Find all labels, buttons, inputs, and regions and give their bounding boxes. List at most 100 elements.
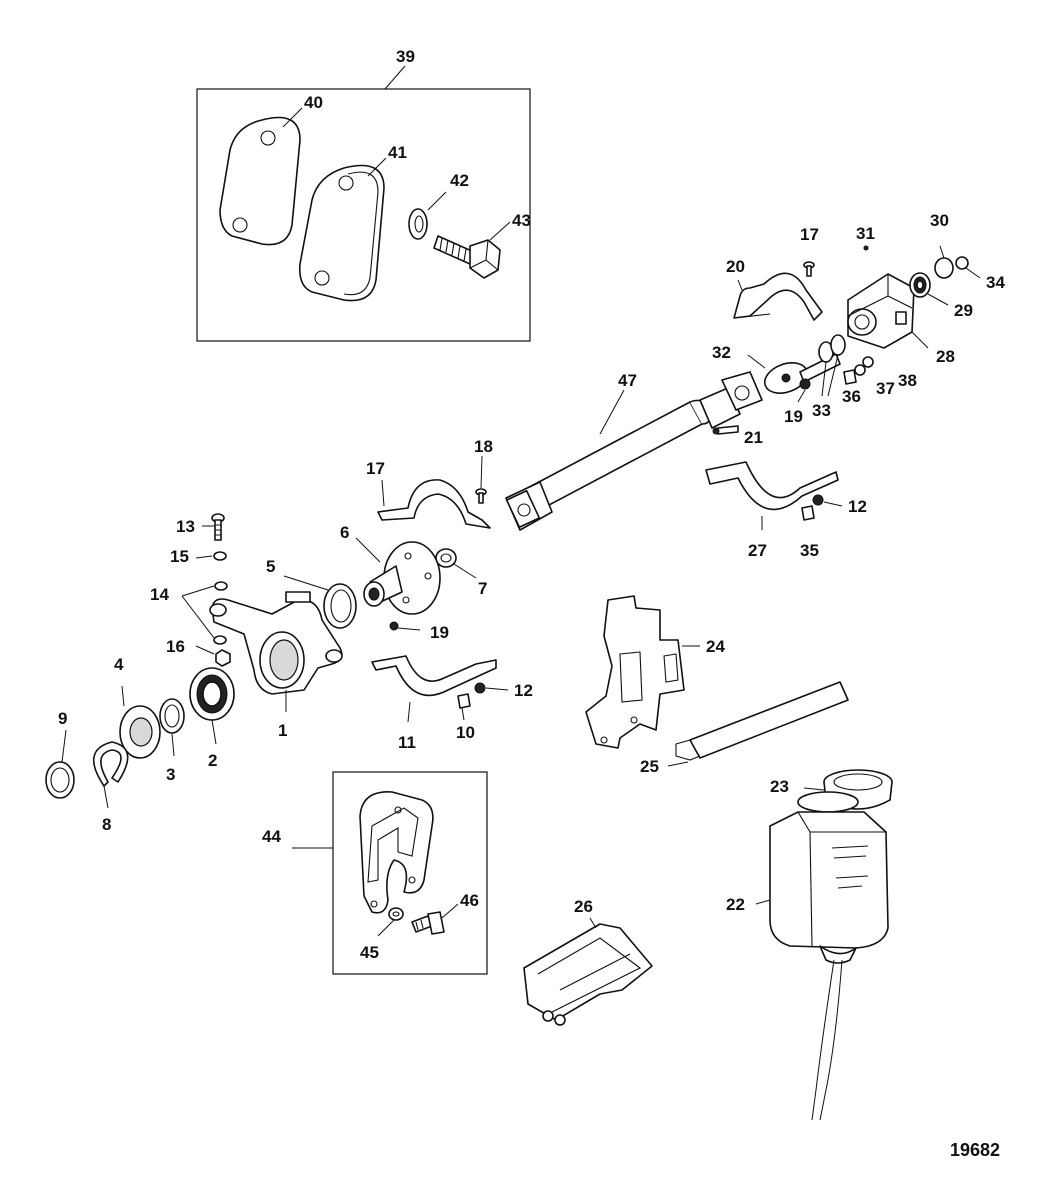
bolt-10 bbox=[457, 693, 471, 709]
callout-14: 14 bbox=[150, 585, 169, 604]
seal-29 bbox=[909, 272, 931, 298]
callout-37: 37 bbox=[876, 379, 895, 398]
strap-25 bbox=[675, 681, 849, 761]
snap-ring-30 bbox=[934, 257, 954, 279]
bolt-35 bbox=[801, 505, 815, 521]
nut-12-upper bbox=[812, 494, 824, 506]
washer-37 bbox=[854, 364, 866, 376]
callout-29: 29 bbox=[954, 301, 973, 320]
callout-1: 1 bbox=[278, 721, 287, 740]
washer-45 bbox=[388, 907, 404, 921]
callout-17-lower: 17 bbox=[366, 459, 385, 478]
flange-6 bbox=[363, 541, 441, 615]
callout-42: 42 bbox=[450, 171, 469, 190]
bracket-26 bbox=[523, 923, 653, 1026]
dot-31 bbox=[863, 245, 869, 251]
callout-19-lower: 19 bbox=[430, 623, 449, 642]
callout-6: 6 bbox=[340, 523, 349, 542]
snap-ring-8 bbox=[92, 741, 129, 787]
callout-35: 35 bbox=[800, 541, 819, 560]
callout-9: 9 bbox=[58, 709, 67, 728]
cover-plate-41 bbox=[298, 164, 385, 302]
callout-33: 33 bbox=[812, 401, 831, 420]
callout-17-upper: 17 bbox=[800, 225, 819, 244]
callout-32: 32 bbox=[712, 343, 731, 362]
callout-19-upper: 19 bbox=[784, 407, 803, 426]
ring-3 bbox=[159, 698, 185, 734]
washer-38 bbox=[862, 356, 874, 368]
callout-21: 21 bbox=[744, 428, 763, 447]
callout-30: 30 bbox=[930, 211, 949, 230]
housing-28 bbox=[847, 273, 915, 349]
screw-17-upper bbox=[803, 261, 815, 277]
bolt-21 bbox=[712, 425, 739, 435]
callout-15: 15 bbox=[170, 547, 189, 566]
callout-31: 31 bbox=[856, 224, 875, 243]
gasket-40 bbox=[219, 116, 301, 246]
figure-number: 19682 bbox=[950, 1140, 1000, 1160]
callout-11: 11 bbox=[398, 733, 416, 752]
reservoir-22 bbox=[769, 791, 889, 1121]
plate-44 bbox=[359, 791, 434, 914]
callout-46: 46 bbox=[460, 891, 479, 910]
callout-12-upper: 12 bbox=[848, 497, 867, 516]
callout-27: 27 bbox=[748, 541, 767, 560]
strap-17-lower bbox=[377, 479, 491, 529]
callout-10: 10 bbox=[456, 723, 475, 742]
callout-2: 2 bbox=[208, 751, 217, 770]
callout-4: 4 bbox=[114, 655, 124, 674]
strap-20 bbox=[733, 272, 823, 321]
callout-36: 36 bbox=[842, 387, 861, 406]
callout-44: 44 bbox=[262, 827, 281, 846]
washers-14 bbox=[213, 581, 228, 645]
driveshaft-47 bbox=[505, 371, 763, 531]
callout-39: 39 bbox=[396, 47, 415, 66]
bolt-46 bbox=[411, 911, 445, 935]
callout-20: 20 bbox=[726, 257, 745, 276]
callout-23: 23 bbox=[770, 777, 789, 796]
lock-washer-42 bbox=[408, 208, 428, 240]
callout-41: 41 bbox=[388, 143, 407, 162]
nut-12-lower bbox=[474, 682, 486, 694]
callout-18: 18 bbox=[474, 437, 493, 456]
callout-47: 47 bbox=[618, 371, 637, 390]
retaining-ring-9 bbox=[45, 761, 75, 799]
callout-26: 26 bbox=[574, 897, 593, 916]
nut-19-upper bbox=[799, 378, 811, 390]
bolt-13 bbox=[211, 513, 225, 541]
callout-16: 16 bbox=[166, 637, 185, 656]
bearing-2 bbox=[189, 667, 235, 721]
gimbal-housing-1 bbox=[209, 591, 343, 695]
callout-43: 43 bbox=[512, 211, 531, 230]
callout-13: 13 bbox=[176, 517, 195, 536]
bolt-43 bbox=[433, 235, 501, 279]
callout-12-lower: 12 bbox=[514, 681, 533, 700]
nut-19-lower bbox=[389, 621, 399, 631]
callout-7: 7 bbox=[478, 579, 487, 598]
strap-27 bbox=[705, 461, 839, 511]
oring-34 bbox=[955, 256, 969, 270]
washer-15 bbox=[213, 551, 227, 561]
bracket-24 bbox=[585, 595, 685, 749]
callout-45: 45 bbox=[360, 943, 379, 962]
bolt-36 bbox=[843, 369, 857, 385]
callout-40: 40 bbox=[304, 93, 323, 112]
callout-25: 25 bbox=[640, 757, 659, 776]
nut-16 bbox=[215, 649, 231, 667]
seal-5 bbox=[323, 583, 357, 629]
seal-4 bbox=[119, 705, 161, 759]
callout-3: 3 bbox=[166, 765, 175, 784]
callout-34: 34 bbox=[986, 273, 1005, 292]
callout-22: 22 bbox=[726, 895, 745, 914]
strap-11 bbox=[371, 655, 497, 697]
callout-8: 8 bbox=[102, 815, 111, 834]
kit-box-39: 39 40 41 42 43 bbox=[196, 47, 531, 342]
callout-24: 24 bbox=[706, 637, 725, 656]
callout-5: 5 bbox=[266, 557, 275, 576]
callout-38: 38 bbox=[898, 371, 917, 390]
callout-28: 28 bbox=[936, 347, 955, 366]
kit-box-44: 44 45 46 bbox=[262, 771, 488, 975]
cap-7 bbox=[435, 548, 457, 568]
orings-33 bbox=[818, 334, 846, 363]
